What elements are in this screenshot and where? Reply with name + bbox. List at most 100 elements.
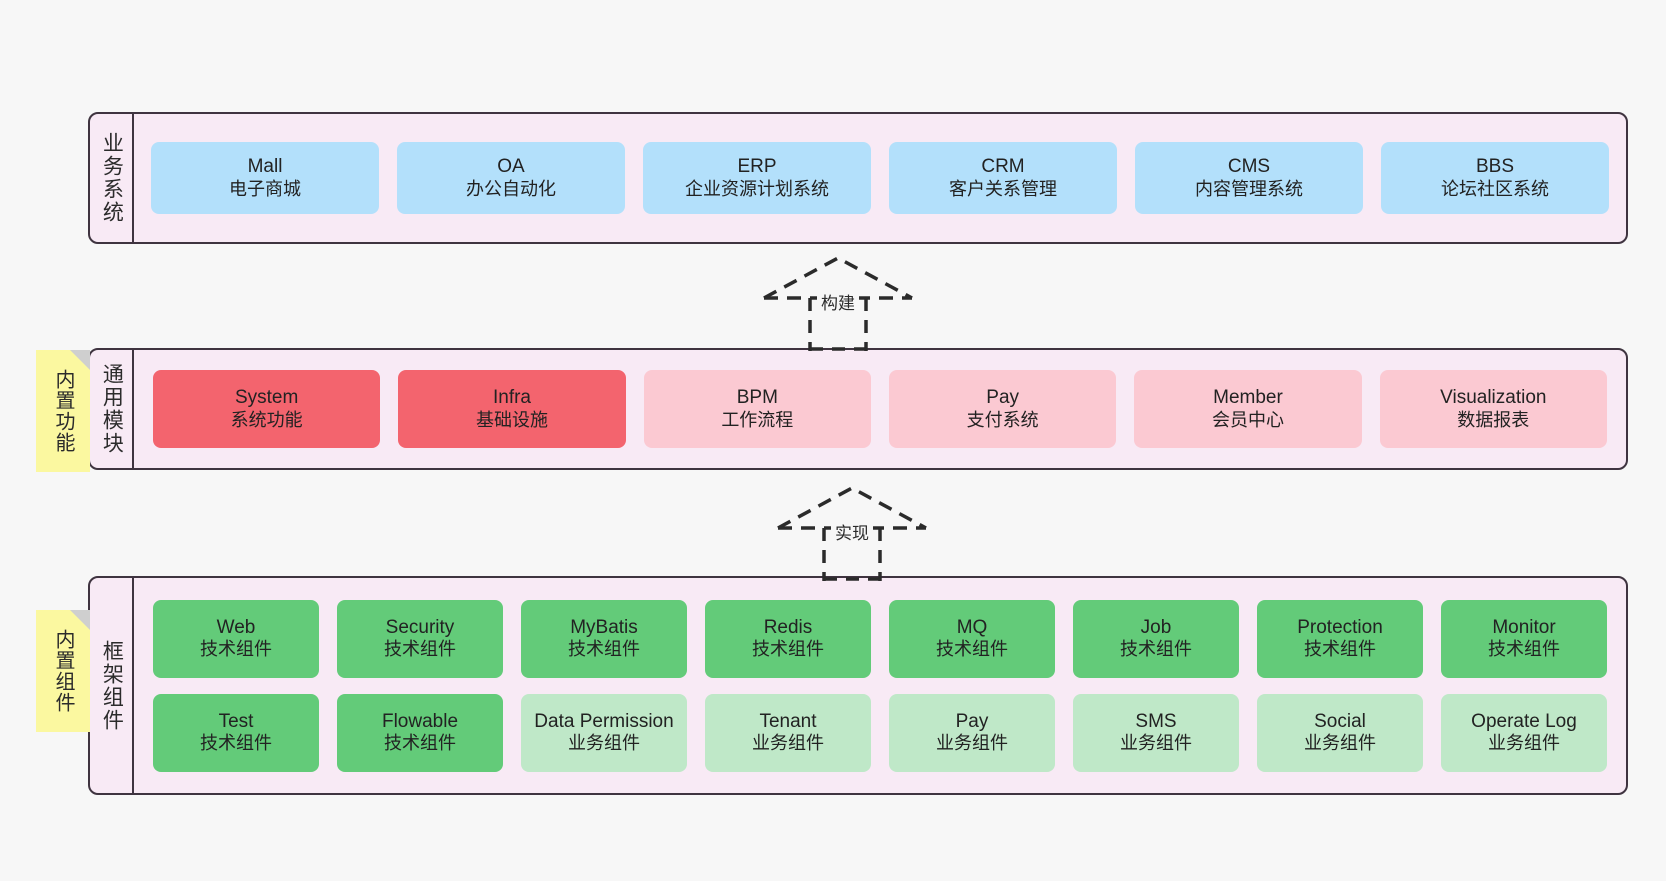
- node-pay-module-en: Pay: [986, 387, 1020, 409]
- node-crm-cn: 客户关系管理: [949, 178, 1057, 199]
- node-visualization-cn: 数据报表: [1457, 409, 1530, 430]
- node-test[interactable]: Test 技术组件: [153, 693, 319, 772]
- node-operate-log-cn: 业务组件: [1488, 733, 1560, 754]
- node-protection-en: Protection: [1297, 616, 1383, 638]
- node-job-en: Job: [1140, 616, 1172, 638]
- node-system[interactable]: System 系统功能: [153, 370, 381, 448]
- node-mq[interactable]: MQ 技术组件: [889, 599, 1055, 678]
- node-erp[interactable]: ERP 企业资源计划系统: [643, 142, 871, 214]
- node-mall-cn: 电子商城: [229, 178, 301, 199]
- sticky-note-builtin-components: 内置组件: [36, 610, 90, 732]
- node-visualization[interactable]: Visualization 数据报表: [1379, 370, 1607, 448]
- framework-layer-band: 框架组件 Web 技术组件 Security 技术组件 MyBatis 技术组件…: [88, 576, 1628, 795]
- node-sms-en: SMS: [1135, 710, 1177, 732]
- node-bbs[interactable]: BBS 论坛社区系统: [1381, 142, 1609, 214]
- node-web-en: Web: [216, 616, 256, 638]
- node-data-permission[interactable]: Data Permission 业务组件: [521, 693, 687, 772]
- business-layer-title: 业务系统: [90, 114, 134, 242]
- node-infra-cn: 基础设施: [475, 409, 548, 430]
- sticky-note-builtin-features-label: 内置功能: [52, 369, 74, 453]
- node-sms[interactable]: SMS 业务组件: [1073, 693, 1239, 772]
- node-mall[interactable]: Mall 电子商城: [151, 142, 379, 214]
- business-layer-band: 业务系统 Mall 电子商城 OA 办公自动化 ERP 企业资源计划系统 CRM…: [88, 112, 1628, 244]
- node-flowable[interactable]: Flowable 技术组件: [337, 693, 503, 772]
- node-bpm-cn: 工作流程: [721, 409, 794, 430]
- node-member[interactable]: Member 会员中心: [1134, 370, 1362, 448]
- node-crm-en: CRM: [981, 156, 1025, 178]
- node-mq-cn: 技术组件: [936, 639, 1008, 660]
- node-security-en: Security: [385, 616, 455, 638]
- node-tenant-en: Tenant: [759, 710, 817, 732]
- node-oa-cn: 办公自动化: [466, 178, 556, 199]
- node-redis-cn: 技术组件: [752, 639, 824, 660]
- common-layer-body: System 系统功能 Infra 基础设施 BPM 工作流程 Pay 支付系统…: [134, 350, 1626, 468]
- node-sms-cn: 业务组件: [1120, 733, 1192, 754]
- node-cms[interactable]: CMS 内容管理系统: [1135, 142, 1363, 214]
- node-protection[interactable]: Protection 技术组件: [1257, 599, 1423, 678]
- node-mybatis-cn: 技术组件: [568, 639, 640, 660]
- node-monitor-en: Monitor: [1492, 616, 1556, 638]
- node-data-permission-cn: 业务组件: [568, 733, 640, 754]
- node-pay-component[interactable]: Pay 业务组件: [889, 693, 1055, 772]
- node-job[interactable]: Job 技术组件: [1073, 599, 1239, 678]
- node-mq-en: MQ: [956, 616, 988, 638]
- node-redis-en: Redis: [763, 616, 813, 638]
- node-monitor[interactable]: Monitor 技术组件: [1441, 599, 1607, 678]
- common-layer-band: 通用模块 System 系统功能 Infra 基础设施 BPM 工作流程 Pay…: [88, 348, 1628, 470]
- node-bpm-en: BPM: [736, 387, 778, 409]
- node-system-en: System: [234, 387, 299, 409]
- node-member-en: Member: [1213, 387, 1283, 409]
- framework-layer-row-1: Web 技术组件 Security 技术组件 MyBatis 技术组件 Redi…: [144, 599, 1616, 678]
- sticky-note-builtin-features: 内置功能: [36, 350, 90, 472]
- node-security-cn: 技术组件: [384, 639, 456, 660]
- node-pay-module[interactable]: Pay 支付系统: [888, 370, 1117, 448]
- node-cms-cn: 内容管理系统: [1195, 178, 1303, 199]
- node-tenant-cn: 业务组件: [752, 733, 824, 754]
- connector-build: 构建: [748, 252, 928, 352]
- connector-implement-label: 实现: [831, 518, 873, 545]
- node-infra[interactable]: Infra 基础设施: [398, 370, 626, 448]
- node-social-cn: 业务组件: [1304, 733, 1376, 754]
- node-test-cn: 技术组件: [200, 733, 272, 754]
- node-protection-cn: 技术组件: [1304, 639, 1376, 660]
- node-data-permission-en: Data Permission: [534, 710, 674, 732]
- connector-implement: 实现: [762, 482, 942, 582]
- node-oa[interactable]: OA 办公自动化: [397, 142, 625, 214]
- node-test-en: Test: [218, 710, 254, 732]
- node-job-cn: 技术组件: [1120, 639, 1192, 660]
- node-monitor-cn: 技术组件: [1488, 639, 1560, 660]
- sticky-note-builtin-components-label: 内置组件: [52, 629, 74, 713]
- node-oa-en: OA: [497, 156, 525, 178]
- business-layer-row: Mall 电子商城 OA 办公自动化 ERP 企业资源计划系统 CRM 客户关系…: [142, 142, 1618, 214]
- node-social[interactable]: Social 业务组件: [1257, 693, 1423, 772]
- node-security[interactable]: Security 技术组件: [337, 599, 503, 678]
- node-pay-component-en: Pay: [955, 710, 989, 732]
- node-bbs-en: BBS: [1475, 156, 1515, 178]
- node-erp-en: ERP: [737, 156, 777, 178]
- node-operate-log-en: Operate Log: [1471, 710, 1577, 732]
- node-bbs-cn: 论坛社区系统: [1441, 178, 1549, 199]
- framework-layer-row-2: Test 技术组件 Flowable 技术组件 Data Permission …: [144, 693, 1616, 772]
- node-tenant[interactable]: Tenant 业务组件: [705, 693, 871, 772]
- node-flowable-cn: 技术组件: [384, 733, 456, 754]
- node-infra-en: Infra: [492, 387, 531, 409]
- node-operate-log[interactable]: Operate Log 业务组件: [1441, 693, 1607, 772]
- node-mybatis[interactable]: MyBatis 技术组件: [521, 599, 687, 678]
- framework-layer-title: 框架组件: [90, 578, 134, 793]
- node-erp-cn: 企业资源计划系统: [685, 178, 829, 199]
- node-crm[interactable]: CRM 客户关系管理: [889, 142, 1117, 214]
- node-web[interactable]: Web 技术组件: [153, 599, 319, 678]
- node-social-en: Social: [1314, 710, 1366, 732]
- node-system-cn: 系统功能: [230, 409, 303, 430]
- connector-build-label: 构建: [817, 288, 859, 315]
- node-pay-module-cn: 支付系统: [966, 409, 1039, 430]
- note-fold-corner-icon: [70, 610, 90, 630]
- node-member-cn: 会员中心: [1211, 409, 1284, 430]
- common-layer-row: System 系统功能 Infra 基础设施 BPM 工作流程 Pay 支付系统…: [144, 370, 1616, 448]
- node-bpm[interactable]: BPM 工作流程: [643, 370, 871, 448]
- node-mall-en: Mall: [247, 156, 283, 178]
- node-web-cn: 技术组件: [200, 639, 272, 660]
- node-redis[interactable]: Redis 技术组件: [705, 599, 871, 678]
- framework-layer-body: Web 技术组件 Security 技术组件 MyBatis 技术组件 Redi…: [134, 578, 1626, 793]
